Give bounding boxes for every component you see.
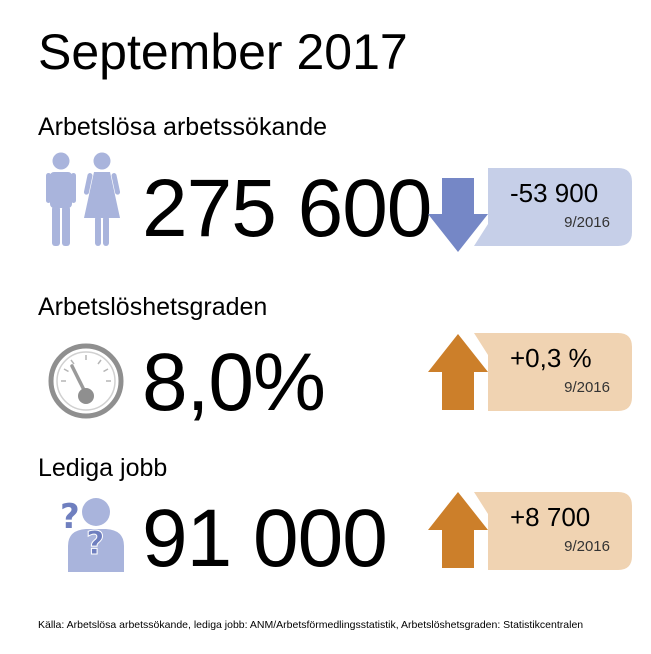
change-box-vacant-jobs: +8 700 9/2016 (474, 492, 632, 570)
section-label-unemployment-rate: Arbetslöshetsgraden (38, 293, 268, 321)
change-value-unemployed: -53 900 (510, 178, 599, 208)
change-reference-unemployed: 9/2016 (564, 214, 610, 231)
change-reference-unemployment-rate: 9/2016 (564, 379, 610, 396)
arrow-up-icon (426, 492, 490, 575)
gauge-icon (47, 342, 125, 425)
page-title: September 2017 (38, 24, 408, 80)
svg-text:?: ? (86, 524, 105, 562)
change-value-unemployment-rate: +0,3 % (510, 343, 592, 373)
change-box-unemployment-rate: +0,3 % 9/2016 (474, 333, 632, 411)
section-label-unemployed: Arbetslösa arbetssökande (38, 113, 328, 141)
person-question-icon: ? ? (56, 496, 128, 577)
change-reference-vacant-jobs: 9/2016 (564, 538, 610, 555)
value-vacant-jobs: 91 000 (142, 493, 388, 584)
source-footer: Källa: Arbetslösa arbetssökande, lediga … (38, 619, 584, 631)
change-value-vacant-jobs: +8 700 (510, 502, 591, 532)
svg-text:?: ? (60, 497, 80, 537)
people-icon (44, 150, 126, 255)
value-unemployed: 275 600 (142, 163, 432, 254)
change-box-unemployed: -53 900 9/2016 (474, 168, 632, 246)
arrow-down-icon (426, 178, 490, 259)
arrow-up-icon (426, 334, 490, 417)
section-label-vacant-jobs: Lediga jobb (38, 454, 168, 482)
value-unemployment-rate: 8,0% (142, 337, 326, 428)
